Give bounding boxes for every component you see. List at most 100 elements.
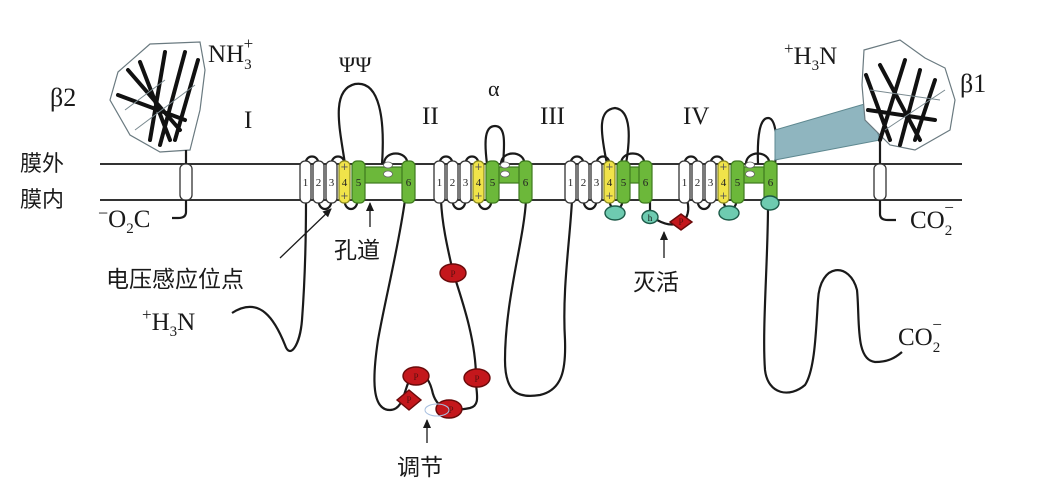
beta1-tm-helix (873, 163, 887, 201)
segment-number: 6 (406, 177, 412, 189)
beta1-subunit: β1 +H3N CO2− (774, 39, 986, 239)
segment-number: 6 (523, 177, 529, 189)
phospho-diamond (395, 389, 423, 411)
segment-S2 (446, 160, 459, 204)
segment-S1 (678, 160, 691, 204)
segment-number: 5 (735, 177, 741, 189)
segment-number: 1 (682, 177, 688, 189)
segment-number: 2 (316, 177, 322, 189)
phospho-label: P (448, 405, 453, 415)
beta2-c-terminus: −O2C (98, 203, 150, 237)
gate-receptor-oval (760, 195, 780, 211)
phospho-label: P (678, 217, 683, 227)
voltage-sensor-arrow (279, 208, 332, 259)
segment-S6 (401, 160, 416, 204)
positive-charge-mark: + (605, 162, 613, 173)
positive-charge-mark: + (719, 191, 727, 202)
segment-S4 (717, 160, 730, 204)
phospho-site (402, 366, 430, 386)
segment-S4 (338, 160, 351, 204)
segment-S5 (730, 160, 745, 204)
segment-number: 3 (329, 177, 335, 189)
domain-IV-label: IV (683, 103, 709, 130)
segment-number: 3 (463, 177, 469, 189)
positive-charge-mark: + (340, 191, 348, 202)
segment-S3 (325, 160, 338, 204)
inactivation-label: 灭活 (633, 270, 679, 296)
selectivity-filter-dot (500, 161, 510, 169)
domain-I-label: I (244, 107, 252, 134)
segment-number: 5 (356, 177, 362, 189)
segment-S1 (299, 160, 312, 204)
segment-number: 4 (342, 177, 348, 189)
positive-charge-mark: + (605, 191, 613, 202)
regulation-site-outline (424, 403, 450, 417)
positive-charge-mark: + (474, 162, 482, 173)
segment-number: 2 (581, 177, 587, 189)
domain-III-label: III (540, 103, 565, 130)
h-gate-label: h (648, 213, 653, 223)
beta1-n-terminus: +H3N (784, 39, 837, 74)
beta2-tm-helix (179, 163, 193, 201)
segment-number: 4 (607, 177, 613, 189)
domain-I-pore-loop (337, 82, 384, 165)
phospho-label: P (413, 372, 418, 382)
phospho-diamond-inactivation (668, 213, 694, 231)
glycosylation-label: ΨΨ (339, 52, 372, 77)
segment-number: 2 (450, 177, 456, 189)
segment-S6 (518, 160, 533, 204)
selectivity-filter-dot (500, 170, 510, 178)
gate-receptor-oval (604, 205, 626, 221)
pore-label: 孔道 (334, 238, 380, 264)
phosphorylation-sites: P P P P P (395, 263, 491, 419)
segment-S5 (351, 160, 366, 204)
segment-S4 (472, 160, 485, 204)
phospho-site (463, 368, 491, 388)
segment-number: 1 (568, 177, 574, 189)
segment-number: 6 (768, 177, 774, 189)
segment-S1 (433, 160, 446, 204)
segment-S3 (459, 160, 472, 204)
beta1-c-tail (878, 200, 896, 222)
label-inside: 膜内 (20, 188, 64, 213)
segment-number: 2 (695, 177, 701, 189)
segment-S2 (577, 160, 590, 204)
segment-S3 (704, 160, 717, 204)
segment-number: 5 (490, 177, 496, 189)
phospho-label: P (406, 395, 411, 405)
selectivity-filter-dot (383, 170, 393, 178)
positive-charge-mark: + (474, 191, 482, 202)
segment-number: 1 (303, 177, 309, 189)
pore-region (361, 166, 404, 184)
domain-III-pore-loop (600, 106, 630, 165)
alpha-n-terminus: +H3N (142, 305, 195, 340)
voltage-sensor-label: 电压感应位点 (106, 267, 244, 293)
beta2-n-terminus: NH3+ (208, 34, 253, 73)
beta2-c-tail (172, 200, 188, 220)
selectivity-filter-dot (383, 161, 393, 169)
segment-S3 (590, 160, 603, 204)
beta2-label: β2 (50, 83, 76, 112)
alpha-c-terminus: CO2− (898, 315, 942, 356)
segment-S5 (485, 160, 500, 204)
domain-II-III-linker (503, 199, 574, 397)
beta1-ig-domain-icon (861, 39, 956, 151)
segment-number: 6 (643, 177, 649, 189)
segment-number: 5 (621, 177, 627, 189)
selectivity-filter-dot (745, 170, 755, 178)
phospho-label: P (450, 269, 455, 279)
inactivation-particle: h P (641, 209, 694, 231)
segment-S6 (638, 160, 653, 204)
label-outside: 膜外 (20, 152, 64, 177)
alpha-n-terminal-tail (231, 199, 308, 353)
gate-receptor-oval (718, 205, 740, 221)
segment-S2 (312, 160, 325, 204)
selectivity-filter-dot (745, 161, 755, 169)
alpha-label: α (488, 76, 500, 101)
phospho-site (439, 263, 467, 283)
segment-number: 4 (476, 177, 482, 189)
regulation-label: 调节 (397, 455, 443, 481)
